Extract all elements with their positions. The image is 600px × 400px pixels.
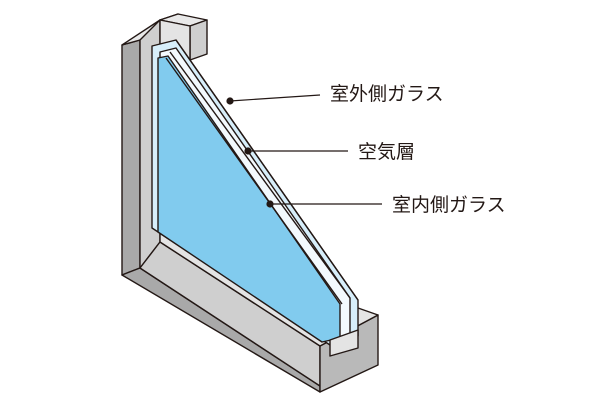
outer-glass-label: 室外側ガラス xyxy=(330,83,444,105)
leader-dot-outer-glass xyxy=(226,97,234,105)
air-layer-edge xyxy=(169,51,351,299)
air-layer-label: 空気層 xyxy=(358,141,416,163)
outer-glass-edge xyxy=(175,39,359,301)
frame-right-post-face xyxy=(189,19,208,61)
inner-glass-edge xyxy=(165,57,343,305)
leader-dot-air-layer xyxy=(244,147,252,155)
frame-left-side-face xyxy=(121,39,141,276)
leader-outer-glass xyxy=(229,94,321,102)
glass-spacer xyxy=(329,329,359,357)
inner-glass-label: 室内側ガラス xyxy=(392,194,506,216)
leader-dot-inner-glass xyxy=(266,200,274,208)
